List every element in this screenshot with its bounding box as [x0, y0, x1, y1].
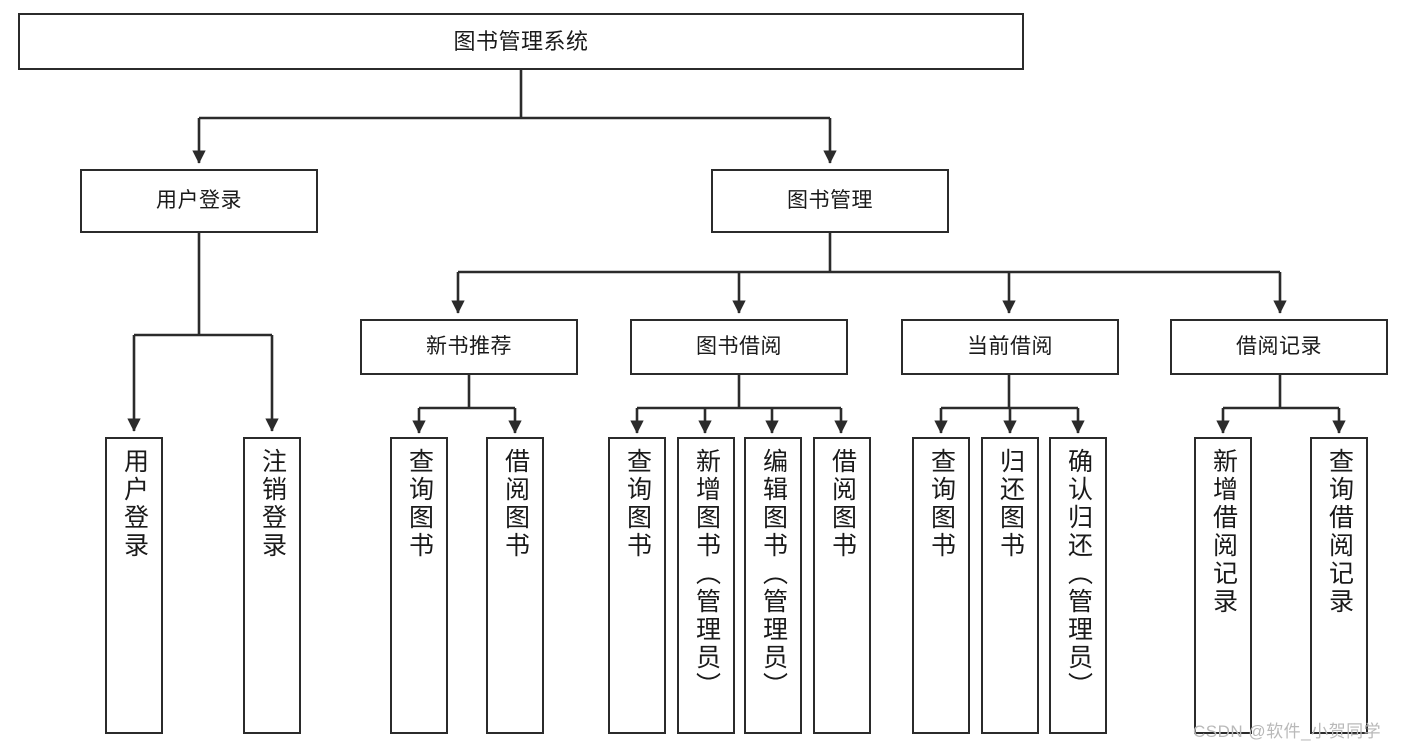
- leaf-record-add-record[interactable]: 新增借阅记录: [1194, 437, 1252, 734]
- leaf-borrow-query-book[interactable]: 查询图书: [608, 437, 666, 734]
- node-label: 图书管理系统: [453, 28, 589, 54]
- node-label: 借阅记录: [1236, 334, 1322, 358]
- leaf-current-query-book[interactable]: 查询图书: [912, 437, 970, 734]
- node-root-system[interactable]: 图书管理系统: [18, 13, 1024, 70]
- node-label: 查询图书: [623, 448, 652, 560]
- leaf-current-return-book[interactable]: 归还图书: [981, 437, 1039, 734]
- node-user-login[interactable]: 用户登录: [80, 169, 318, 233]
- node-label: 图书管理: [787, 188, 873, 212]
- leaf-newbook-query-book[interactable]: 查询图书: [390, 437, 448, 734]
- leaf-borrow-borrow-book[interactable]: 借阅图书: [813, 437, 871, 734]
- csdn-watermark: CSDN @软件_小贺同学: [1193, 722, 1382, 741]
- leaf-borrow-edit-book-admin[interactable]: 编辑图书（管理员）: [744, 437, 802, 734]
- node-label: 新增图书（管理员）: [692, 448, 721, 700]
- node-label: 新增借阅记录: [1209, 448, 1238, 616]
- node-label: 确认归还（管理员）: [1064, 448, 1093, 700]
- leaf-newbook-borrow-book[interactable]: 借阅图书: [486, 437, 544, 734]
- leaf-record-query-record[interactable]: 查询借阅记录: [1310, 437, 1368, 734]
- leaf-user-login[interactable]: 用户登录: [105, 437, 163, 734]
- node-new-book-recommend[interactable]: 新书推荐: [360, 319, 578, 375]
- node-label: 注销登录: [258, 448, 287, 560]
- node-label: 归还图书: [996, 448, 1025, 560]
- node-book-management[interactable]: 图书管理: [711, 169, 949, 233]
- leaf-user-logout[interactable]: 注销登录: [243, 437, 301, 734]
- node-label: 用户登录: [156, 188, 242, 212]
- node-label: 查询借阅记录: [1325, 448, 1354, 616]
- node-current-borrow[interactable]: 当前借阅: [901, 319, 1119, 375]
- node-label: 借阅图书: [501, 448, 530, 560]
- node-label: 查询图书: [927, 448, 956, 560]
- node-label: 当前借阅: [967, 334, 1053, 358]
- node-label: 新书推荐: [426, 334, 512, 358]
- node-label: 编辑图书（管理员）: [759, 448, 788, 700]
- leaf-current-confirm-return-admin[interactable]: 确认归还（管理员）: [1049, 437, 1107, 734]
- leaf-borrow-add-book-admin[interactable]: 新增图书（管理员）: [677, 437, 735, 734]
- node-borrow-record[interactable]: 借阅记录: [1170, 319, 1388, 375]
- node-label: 借阅图书: [828, 448, 857, 560]
- node-label: 图书借阅: [696, 334, 782, 358]
- node-label: 用户登录: [120, 448, 149, 560]
- node-book-borrow[interactable]: 图书借阅: [630, 319, 848, 375]
- node-label: 查询图书: [405, 448, 434, 560]
